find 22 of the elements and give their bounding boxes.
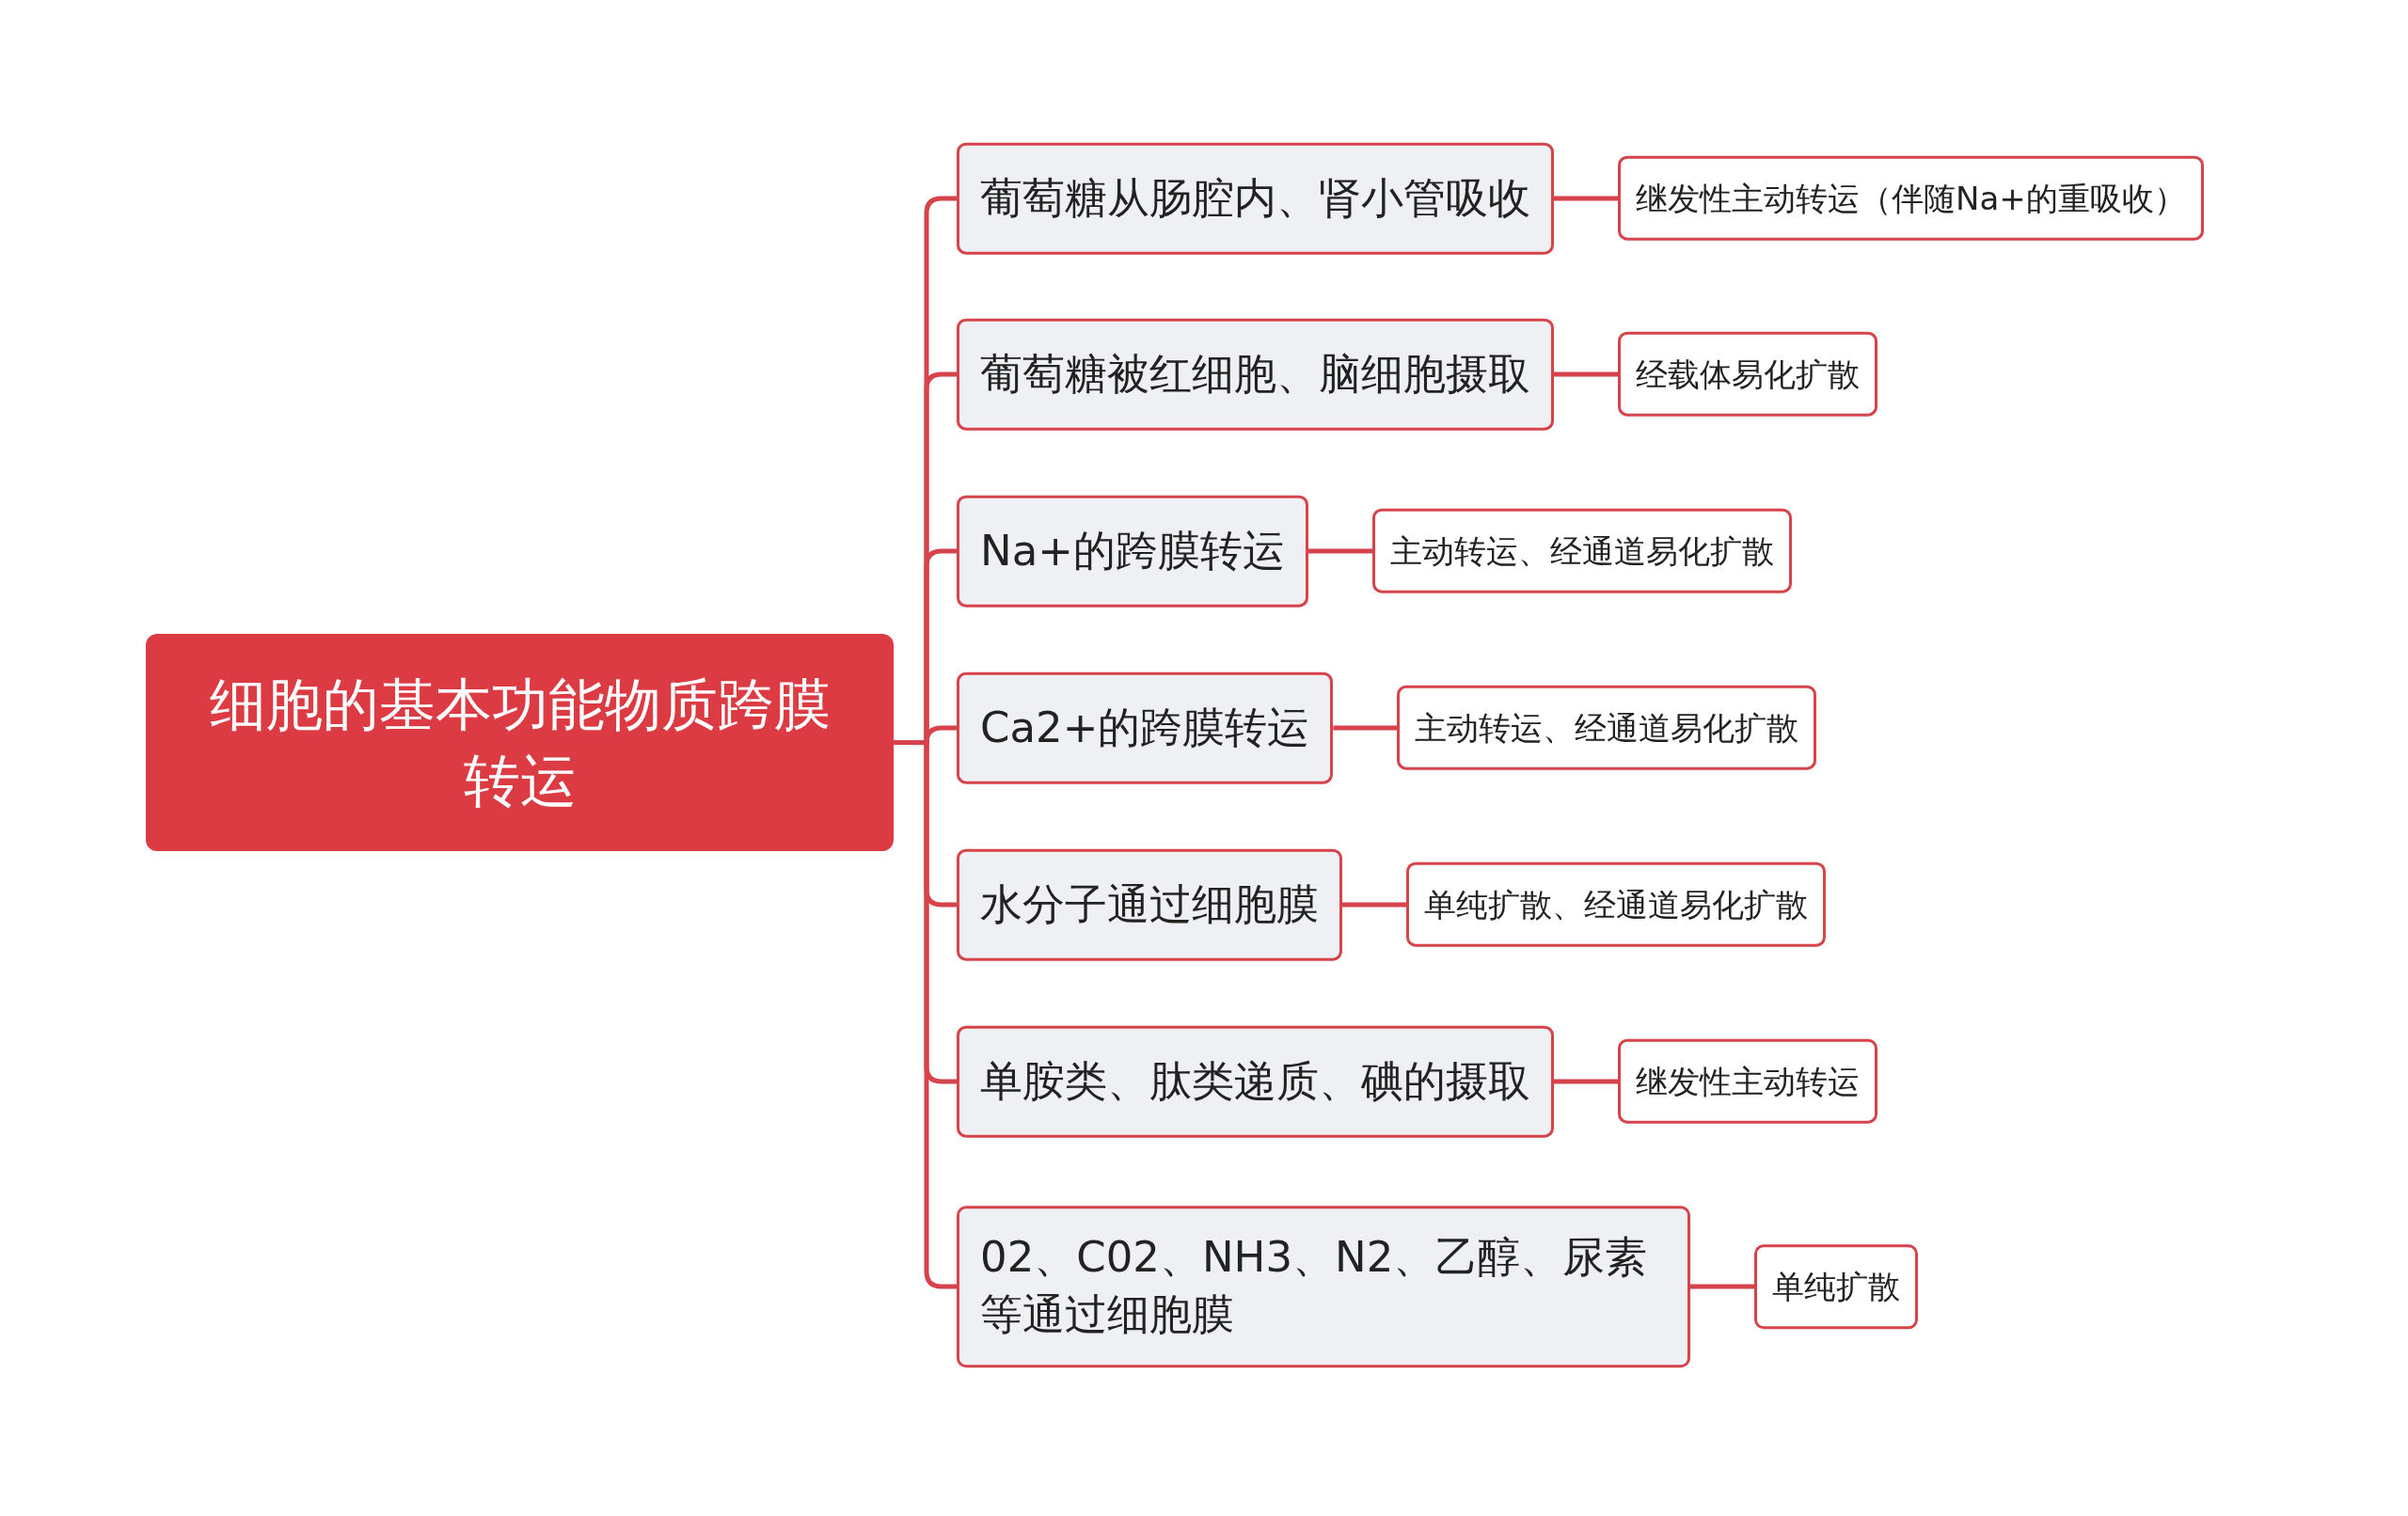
connector-line xyxy=(1690,1284,1754,1289)
connector-line xyxy=(1554,196,1618,201)
subtopic-box: 继发性主动转运（伴随Na+的重吸收） xyxy=(1618,155,2204,242)
topic-box: 葡萄糖从肠腔内、肾小管吸收 xyxy=(957,142,1554,255)
topic-box: 02、C02、NH3、N2、乙醇、尿素等通过细胞膜 xyxy=(957,1206,1690,1367)
connector-line xyxy=(1554,1079,1618,1084)
subtopic-box: 单纯扩散、经通道易化扩散 xyxy=(1406,861,1826,948)
topic-box: Na+的跨膜转运 xyxy=(957,495,1308,608)
topic-box: 葡萄糖被红细胞、脑细胞摄取 xyxy=(957,318,1554,431)
connector-line xyxy=(1342,902,1406,908)
connector-line xyxy=(1307,548,1372,554)
connector-line xyxy=(1554,371,1618,377)
subtopic-box: 主动转运、经通道易化扩散 xyxy=(1371,508,1792,594)
root-topic: 细胞的基本功能物质跨膜转运 xyxy=(146,634,894,851)
topic-box: 单胺类、肽类递质、碘的摄取 xyxy=(957,1025,1554,1138)
topic-box: 水分子通过细胞膜 xyxy=(957,848,1342,961)
subtopic-box: 主动转运、经通道易化扩散 xyxy=(1397,685,1817,771)
subtopic-box: 继发性主动转运 xyxy=(1618,1038,1877,1125)
connector-line xyxy=(1333,725,1398,731)
subtopic-box: 经载体易化扩散 xyxy=(1618,331,1877,418)
topic-box: Ca2+的跨膜转运 xyxy=(957,671,1334,784)
subtopic-box: 单纯扩散 xyxy=(1754,1243,1918,1330)
